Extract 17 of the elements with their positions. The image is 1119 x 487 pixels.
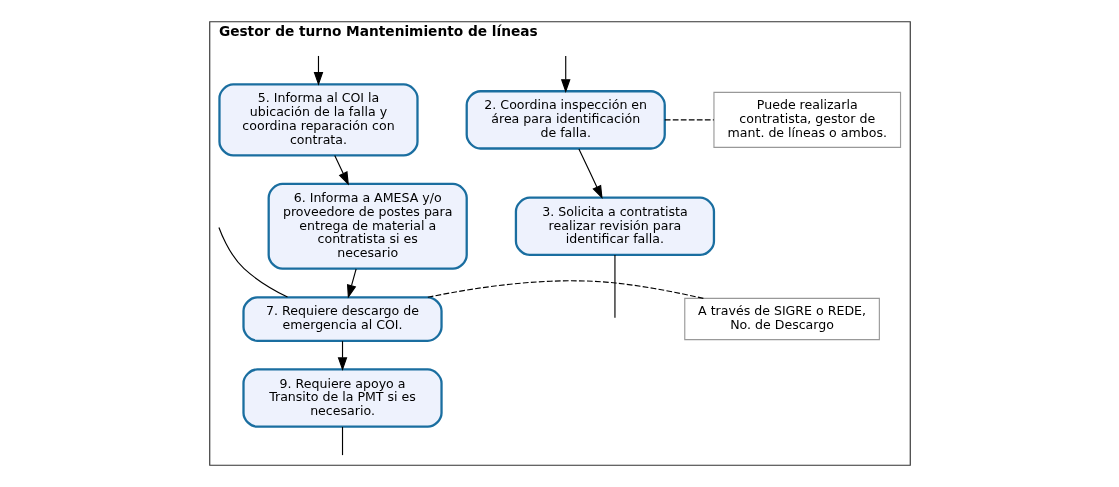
arrow xyxy=(577,148,603,200)
node-box: A través de SIGRE o REDE, No. de Descargo xyxy=(683,297,880,341)
arrow xyxy=(346,268,357,299)
connector xyxy=(341,426,343,456)
node-box: 5. Informa al COI la ubicación de la falla y coordina reparación con contrata. xyxy=(217,83,419,157)
node-box: 3. Solicita a contratista realizar revisión para identificar falla. xyxy=(514,196,715,257)
node-box: 7. Requiere descargo de emergencia al COI. xyxy=(241,296,443,342)
node-box: 2. Coordina inspección en área para identificación de falla. xyxy=(465,90,666,150)
arrow xyxy=(333,154,349,186)
connector xyxy=(217,227,288,298)
node-box: 9. Requiere apoyo a Transito de la PMT si es necesario. xyxy=(241,368,443,428)
node-box: 6. Informa a AMESA y/o proveedore de postes para entrega de material a contratista si es necesario xyxy=(267,182,468,270)
connector xyxy=(663,119,714,121)
connector xyxy=(613,254,615,319)
node-box: Puede realizarla contratista, gestor de mant. de líneas o ambos. xyxy=(712,91,901,148)
arrow xyxy=(560,55,571,93)
connector xyxy=(426,280,704,299)
